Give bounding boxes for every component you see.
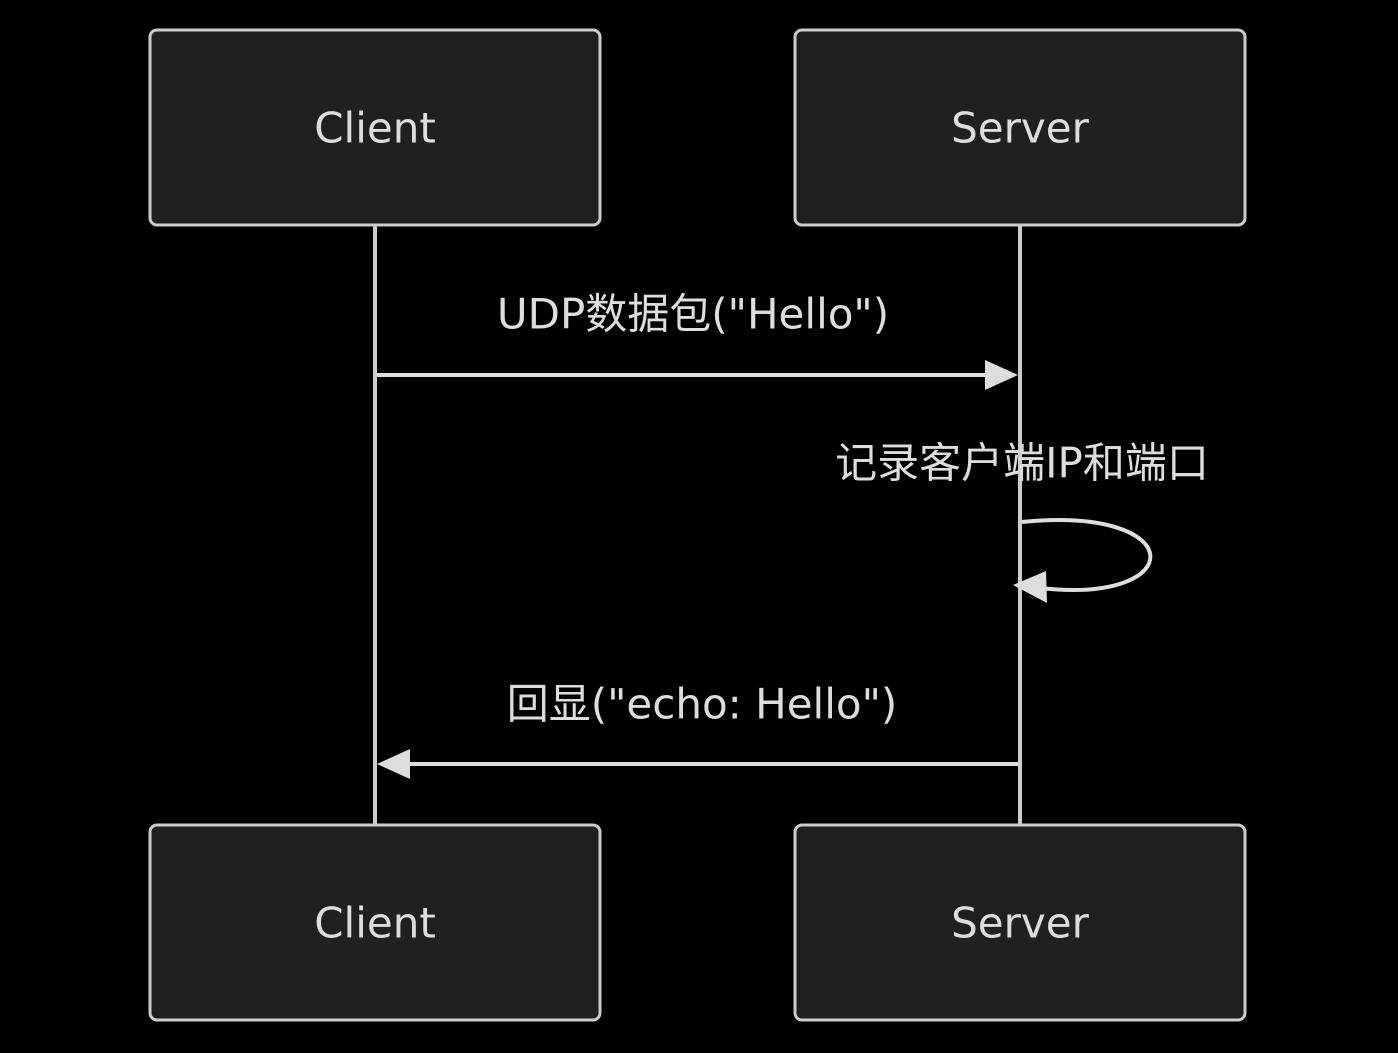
message-server-self: 记录客户端IP和端口 — [835, 439, 1209, 603]
message-3-label: 回显("echo: Hello") — [507, 680, 898, 729]
actor-server-top-box — [793, 28, 1247, 227]
message-server-to-client: 回显("echo: Hello") — [377, 680, 1018, 779]
actor-client-top: Client — [148, 28, 602, 227]
message-3-arrowhead — [377, 749, 410, 779]
actor-server-bottom-label: Server — [951, 899, 1089, 948]
message-1-label: UDP数据包("Hello") — [497, 290, 889, 339]
actor-client-bottom-label: Client — [314, 899, 436, 948]
message-client-to-server: UDP数据包("Hello") — [377, 290, 1018, 390]
message-2-arrowhead — [1013, 571, 1047, 603]
message-1-arrowhead — [985, 360, 1018, 390]
actor-client-top-box — [148, 28, 602, 227]
actor-server-bottom-box — [793, 823, 1247, 1022]
actor-server-top-label: Server — [951, 104, 1089, 153]
actor-server-top: Server — [793, 28, 1247, 227]
message-2-loop — [1021, 518, 1153, 592]
actor-client-bottom-box — [148, 823, 602, 1022]
actor-client-top-label: Client — [314, 104, 436, 153]
actor-server-bottom: Server — [793, 823, 1247, 1022]
message-2-label: 记录客户端IP和端口 — [835, 439, 1209, 488]
actor-client-bottom: Client — [148, 823, 602, 1022]
